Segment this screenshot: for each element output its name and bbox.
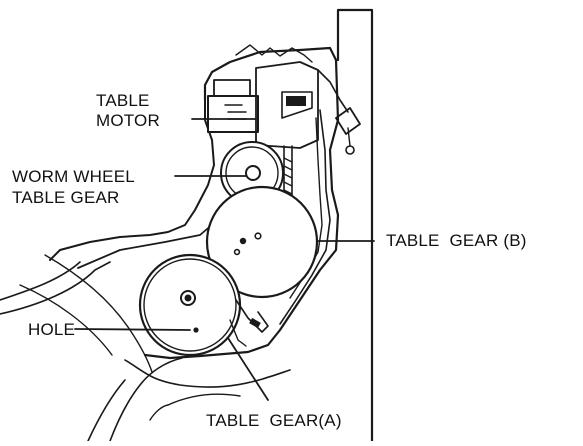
worm-wheel-label-line2: TABLE GEAR — [12, 188, 120, 207]
worm-wheel-label-line1: WORM WHEEL — [12, 167, 135, 186]
table-motor-drawing — [207, 44, 361, 201]
table-motor-label-line2: MOTOR — [96, 111, 160, 130]
turntable-curves — [0, 254, 291, 442]
hole-label: HOLE — [28, 320, 76, 339]
table-gear-b-drawing — [205, 185, 319, 299]
table-gear-a-leader — [227, 337, 269, 401]
hole-leader — [74, 328, 191, 331]
table-gear-b-label: TABLE GEAR (B) — [386, 231, 527, 250]
side-panel — [336, 8, 374, 443]
leader-lines — [74, 118, 375, 401]
table-gear-a-label: TABLE GEAR(A) — [206, 411, 342, 430]
table-motor-label-line1: TABLE — [96, 91, 150, 110]
